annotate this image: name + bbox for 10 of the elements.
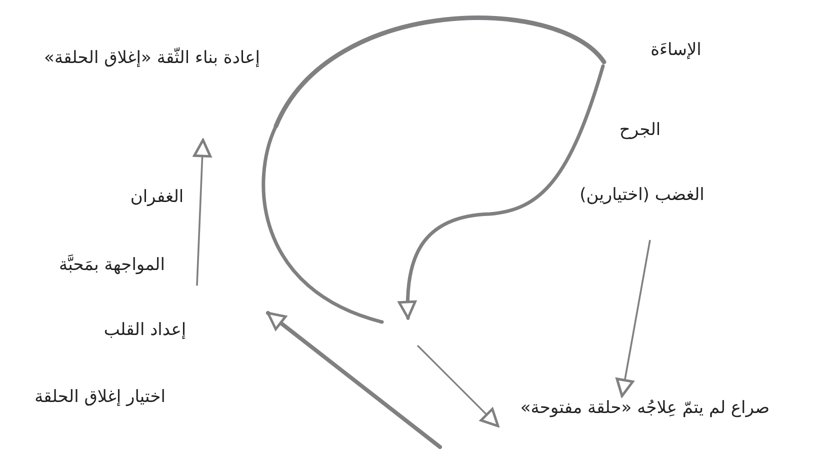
text-label: الغفران bbox=[128, 186, 186, 208]
text-label: صراع لم يتمّ عِلاجُه «حلقة مفتوحة» bbox=[518, 397, 772, 419]
text-label: الغضب (اختيارين) bbox=[578, 184, 706, 206]
text-label: إعداد القلب bbox=[102, 319, 188, 341]
text-label: إعادة بناء الثّقة «إغلاق الحلقة» bbox=[42, 47, 262, 69]
text-label: الإساءَة bbox=[648, 39, 704, 61]
text-label: اختيار إغلاق الحلقة bbox=[32, 386, 168, 408]
arrow bbox=[616, 240, 651, 398]
text-label: الجرح bbox=[617, 119, 663, 141]
text-label: المواجهة بمَحبَّة bbox=[57, 254, 167, 276]
